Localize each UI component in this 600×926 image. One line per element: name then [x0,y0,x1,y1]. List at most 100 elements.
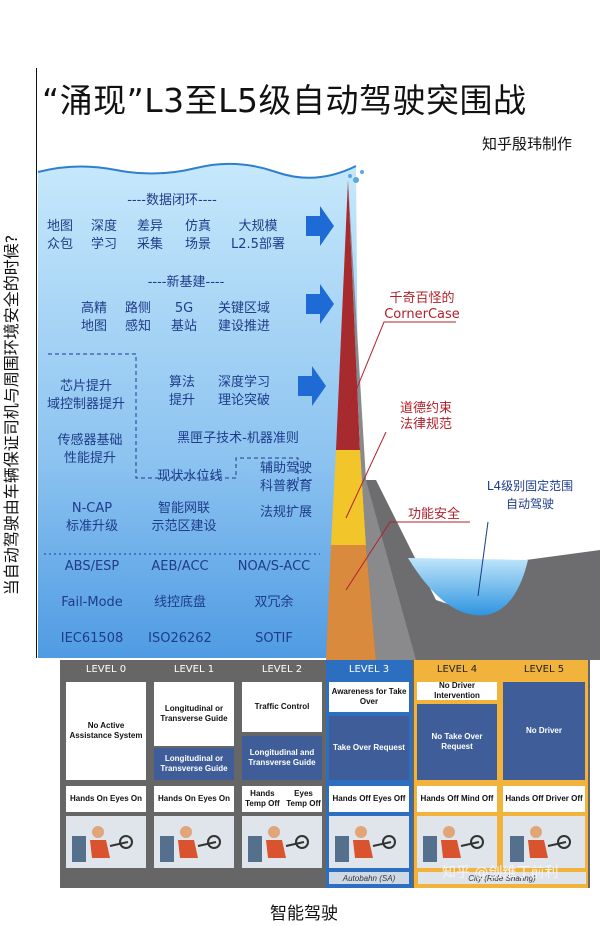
level-4-mode-text: Hands Off [420,794,459,803]
level-4-desc: No Driver Intervention [417,681,497,700]
level-1-desc: Longitudinal or Transverse Guide [154,682,234,746]
level-0-driver-image [66,816,146,868]
sensor-line-2: 性能提升 [64,450,116,466]
level-5-car-image [503,816,585,868]
bottom-caption: 智能驾驶 [270,904,338,924]
level-5-mode-text-2: Driver Off [545,794,583,803]
sensor-line-1: 传感器基础 [57,432,122,448]
row1-item-1: ABS/ESP [65,559,120,574]
water-divider-dashed [48,353,312,481]
arrow-algo [298,366,326,406]
law-ext-text: 法规扩展 [260,505,312,520]
level-5-desc: No Driver [503,682,585,780]
level-4-mode-text-2: Mind Off [461,794,494,803]
level-2-mode-text: Hands Temp Off [245,789,280,808]
driver-figure [423,826,484,862]
ethics-label-2: 法律规范 [400,417,452,432]
new-infra-item-2-b: 感知 [125,318,151,334]
peak-layer-orange [326,545,376,660]
l4-label-1: L4级别固定范围 [487,478,573,493]
deep-line-1: 深度学习 [218,374,270,390]
driver-figure [160,826,221,862]
watermark: 知乎 @创维丁前利 [442,865,559,881]
row3-item-3: SOTIF [255,631,293,646]
new-infra-item-3-b: 基站 [171,319,197,334]
chip-line-2: 域控制器提升 [47,396,125,412]
peak-gray-side [348,180,416,660]
new-infra-heading: ----新基建---- [148,274,225,290]
level-5-mode: Hands Off Driver Off [503,786,585,812]
driver-figure [248,826,309,862]
leader-corner [347,321,456,411]
blackbox-text: 黑匣子技术-机器准则 [177,431,299,446]
vertical-title: 当自动驾驶由车辆保证司机与周围环境安全的时候? [0,180,24,650]
status-waterline: 现状水位线 [157,469,222,484]
row2-item-1: Fail-Mode [61,595,123,610]
level-1-mode-text-2: Eyes On [198,794,231,803]
data-loop-items: 地图 众包 深度 学习 差异 采集 仿真 场景 大规模 L2.5部署 [47,218,285,252]
level-2-mode: Hands Temp Off Eyes Temp Off [242,786,322,812]
driver-figure [72,826,133,862]
level-2-driver-image [242,816,322,868]
network-line-2: 示范区建设 [151,519,216,534]
l4-label-2: 自动驾驶 [506,496,554,511]
driver-figure [335,826,396,862]
chip-line-1: 芯片提升 [60,378,112,394]
row2-item-3: 双冗余 [254,594,293,610]
data-loop-heading: ----数据闭环---- [127,193,217,208]
network-line-1: 智能网联 [158,501,210,516]
level-0-desc: No Active Assistance System [66,682,146,780]
row1-item-2: AEB/ACC [151,559,208,574]
level-1-header: LEVEL 1 [173,664,215,675]
level-1-column: LEVEL 1 Longitudinal or Transverse Guide… [152,660,236,888]
data-loop-item-5-b: L2.5部署 [231,237,285,252]
level-4-5-strip: City (Ride Sharing) [418,872,586,884]
driver-figure [510,826,571,862]
level-3-header: LEVEL 3 [348,664,390,675]
corner-label-1: 千奇百怪的 [389,290,454,306]
data-loop-item-1-b: 众包 [47,237,73,252]
level-1-mode-text: Hands On [157,794,196,803]
data-loop-item-2-b: 学习 [91,236,117,252]
level-0-mode: Hands On Eyes On [66,786,146,812]
arrow-new-infra [306,284,334,324]
ncap-line-2: 标准升级 [66,519,118,534]
level-4-column: LEVEL 4 No Driver Intervention No Take O… [414,660,500,888]
functional-label: 功能安全 [408,506,460,522]
row2-item-2: 线控底盘 [154,594,206,610]
level-4-driver-image [417,816,497,868]
corner-label-2: CornerCase [384,307,460,322]
level-4-header: LEVEL 4 [436,664,478,675]
level-4-mode: Hands Off Mind Off [417,786,497,812]
new-infra-item-1-a: 高精 [81,300,107,316]
level-3-column: LEVEL 3 Awareness for Take Over Take Ove… [326,660,412,888]
level-2-desc: Traffic Control [242,682,322,732]
level-5-header: LEVEL 5 [523,664,565,675]
new-infra-item-3-a: 5G [175,301,193,316]
data-loop-item-3-a: 差异 [137,219,163,234]
new-infra-item-4-b: 建设推进 [218,319,270,334]
level-1-desc-2: Longitudinal or Transverse Guide [154,748,234,780]
water-body [38,163,360,659]
level-3-mode-text: Hands Off [332,794,371,803]
algo-line-1: 算法 [169,375,195,390]
row3-item-1: IEC61508 [61,631,123,646]
left-divider [36,68,37,658]
new-infra-item-1-b: 地图 [81,319,107,334]
level-3-strip: Autobahn (SA) [329,872,409,884]
author-credit: 知乎殷玮制作 [482,135,573,153]
arrow-data-loop [306,206,334,246]
level-3-desc: Awareness for Take Over [329,682,409,712]
ethics-label-1: 道德约束 [400,401,452,416]
level-2-column: LEVEL 2 Traffic Control Longitudinal and… [240,660,324,888]
data-loop-item-4-b: 场景 [185,237,211,252]
level-3-mode: Hands Off Eyes Off [329,786,409,812]
peak-layer-red [336,180,360,450]
data-loop-item-5-a: 大规模 [238,219,277,234]
level-5-column: LEVEL 5 No Driver Hands Off Driver Off [500,660,588,888]
assist-line-1: 辅助驾驶 [260,461,312,476]
level-0-mode-text: Hands On [69,794,108,803]
automation-levels-panel: LEVEL 0 No Active Assistance System Hand… [60,660,590,888]
level-2-mode-text-2: Eyes Temp Off [286,789,321,808]
level-5-mode-text: Hands Off [505,794,544,803]
